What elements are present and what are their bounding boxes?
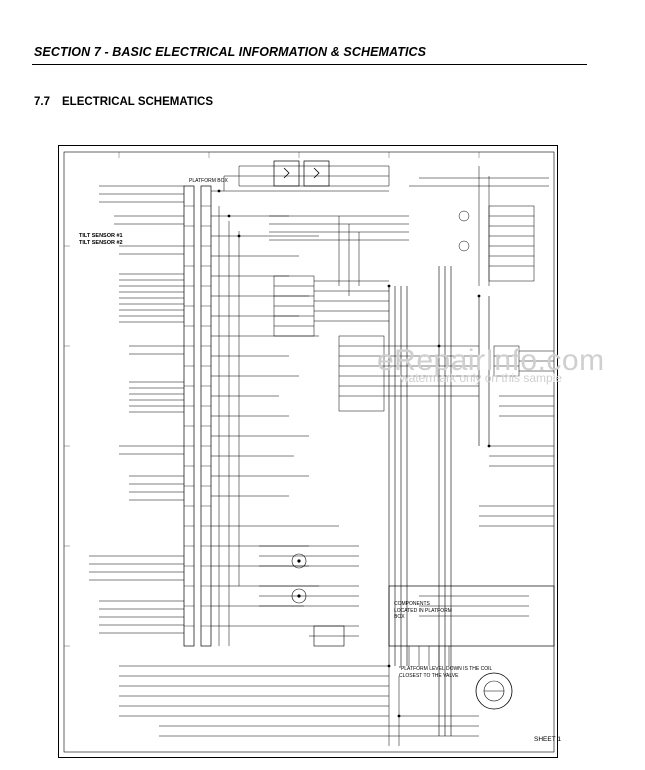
platform-level-note: *PLATFORM LEVEL DOWN IS THE COIL CLOSEST… (399, 666, 493, 679)
tilt-sensor-2-label: TILT SENSOR #2 (79, 240, 123, 246)
subsection-number: 7.7 (34, 96, 50, 108)
watermark-main: eRepairInfo.com (377, 344, 605, 377)
subsection-title: ELECTRICAL SCHEMATICS (62, 96, 213, 108)
tilt-sensor-1-label: TILT SENSOR #1 (79, 233, 123, 239)
components-note: COMPONENTS LOCATED IN PLATFORM BOX (394, 601, 452, 620)
schematic-drawing (63, 151, 555, 753)
sheet-number: SHEET 1 (534, 736, 561, 743)
subsection-heading: 7.7 ELECTRICAL SCHEMATICS (34, 96, 213, 108)
watermark-sub: watermark only on this sample (400, 371, 563, 385)
header-divider (32, 64, 587, 65)
section-header: SECTION 7 - BASIC ELECTRICAL INFORMATION… (34, 45, 427, 59)
platform-box-label: PLATFORM BOX (189, 178, 228, 184)
electrical-schematic: TILT SENSOR #1 TILT SENSOR #2 PLATFORM B… (58, 145, 558, 758)
